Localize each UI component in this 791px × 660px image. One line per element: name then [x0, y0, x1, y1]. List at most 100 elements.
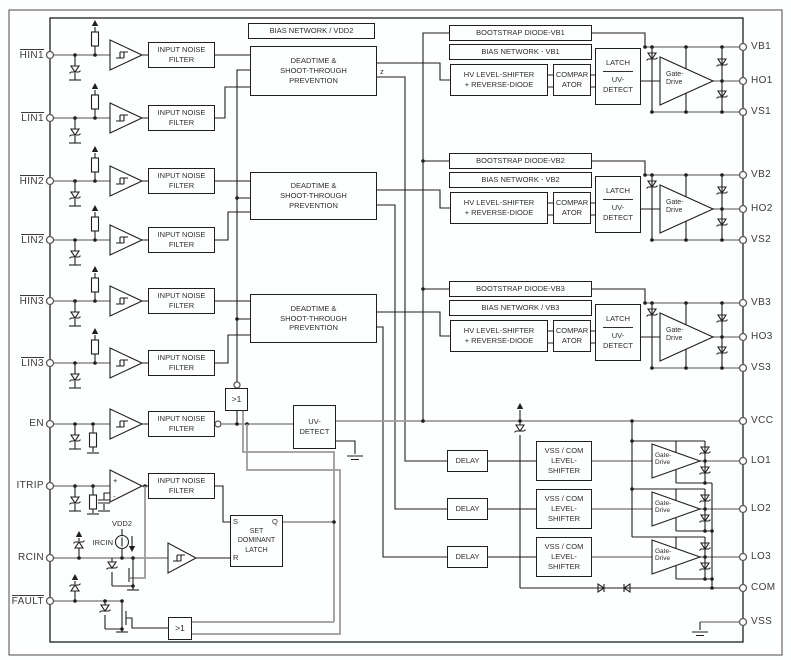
com-vss-rails	[520, 583, 748, 637]
low-side-stage-2	[488, 488, 748, 533]
latch-q-output-label: Q	[272, 517, 278, 526]
latch-r-input-label: R	[233, 553, 239, 562]
output-cell-fault	[50, 574, 168, 633]
input-cell-en	[50, 408, 293, 454]
pin-label-rcin: RCIN	[4, 552, 44, 564]
pin-label-lo1: LO1	[751, 455, 772, 466]
block-input-noise-filter-hin2: INPUT NOISE FILTER	[148, 168, 215, 194]
input-cell-lin2	[50, 205, 148, 266]
gate-drive-label-ho2: Gate- Drive	[666, 199, 684, 215]
latch-label: LATCH	[605, 186, 631, 196]
pin-label-lo3: LO3	[751, 551, 772, 562]
disable-bus	[233, 69, 250, 389]
pin-text: LIN2	[21, 234, 44, 246]
pin-label-lo2: LO2	[751, 503, 772, 514]
input-cell-lin1	[50, 83, 148, 144]
pin-label-ho2: HO2	[751, 203, 773, 214]
low-side-buses	[630, 421, 714, 590]
input-cell-hin3	[50, 266, 148, 327]
vcc-bootstrap-bus	[421, 32, 449, 423]
block-bias-network-vdd2: BIAS NETWORK / VDD2	[248, 23, 375, 39]
pin-label-fault: FAULT	[4, 595, 44, 607]
block-bootstrap-diode-vb1: BOOTSTRAP DIODE-VB1	[449, 25, 592, 41]
block-latch-uv-detect-2: LATCH UV- DETECT	[595, 176, 641, 233]
left-pin-circles	[45, 50, 55, 606]
divider	[602, 199, 634, 201]
block-input-noise-filter-itrip: INPUT NOISE FILTER	[148, 473, 215, 499]
block-input-noise-filter-lin2: INPUT NOISE FILTER	[148, 227, 215, 253]
pin-label-en: EN	[4, 418, 44, 430]
block-input-noise-filter-lin1: INPUT NOISE FILTER	[148, 105, 215, 131]
pin-text: LIN1	[21, 112, 44, 124]
high-side-channel-2	[548, 160, 748, 245]
gate-drive-label-lo1: Gate- Drive	[655, 452, 672, 467]
block-uv-detect-main: UV- DETECT	[293, 405, 336, 449]
pin-label-vs3: VS3	[751, 362, 772, 373]
divider	[602, 71, 634, 73]
outer-border	[8, 9, 783, 656]
block-bias-network-vb2: BIAS NETWORK - VB2	[449, 172, 592, 188]
uv-detect-label: UV- DETECT	[603, 75, 633, 94]
net-label-z: z	[380, 67, 384, 76]
deadtime-output-wires	[377, 62, 450, 558]
gate-drive-label-lo3: Gate- Drive	[655, 548, 672, 563]
latch-label: LATCH	[605, 314, 631, 324]
filter-to-deadtime-wires	[215, 54, 250, 364]
pin-label-vs1: VS1	[751, 106, 772, 117]
block-bootstrap-diode-vb2: BOOTSTRAP DIODE-VB2	[449, 153, 592, 169]
block-set-dominant-latch: SET DOMINANT LATCH	[230, 515, 283, 567]
uv-detect-label: UV- DETECT	[603, 203, 633, 222]
pin-label-lin3: LIN3	[4, 357, 44, 369]
vcc-rail	[336, 403, 748, 588]
fault-logic-buses	[192, 411, 341, 635]
pin-text: HIN3	[19, 295, 44, 307]
input-cell-hin1	[50, 20, 148, 81]
input-cell-rcin	[50, 529, 230, 591]
pin-label-hin1: HIN1	[4, 49, 44, 61]
block-hv-level-shifter-3: HV LEVEL-SHIFTER + REVERSE-DIODE	[450, 320, 548, 352]
block-hv-level-shifter-2: HV LEVEL-SHIFTER + REVERSE-DIODE	[450, 192, 548, 224]
pin-text: LIN3	[21, 357, 44, 369]
block-bias-network-vb1: BIAS NETWORK - VB1	[449, 44, 592, 60]
pin-label-hin3: HIN3	[4, 295, 44, 307]
input-cell-hin2	[50, 146, 148, 207]
pin-label-ho3: HO3	[751, 331, 773, 342]
pin-label-itrip: ITRIP	[4, 480, 44, 492]
gate-drive-label-ho1: Gate- Drive	[666, 71, 684, 87]
pin-text: EN	[29, 418, 44, 429]
high-side-channel-3	[548, 288, 748, 373]
pin-text: FAULT	[11, 595, 44, 607]
comparator-minus: -	[113, 492, 116, 501]
pin-label-lin1: LIN1	[4, 112, 44, 124]
block-hv-level-shifter-1: HV LEVEL-SHIFTER + REVERSE-DIODE	[450, 64, 548, 96]
block-latch-uv-detect-3: LATCH UV- DETECT	[595, 304, 641, 361]
pin-label-vss: VSS	[751, 616, 773, 627]
block-delay-1: DELAY	[447, 450, 488, 472]
pin-label-vs2: VS2	[751, 234, 772, 245]
block-bias-network-vb3: BIAS NETWORK / VB3	[449, 300, 592, 316]
pin-text: RCIN	[17, 552, 44, 563]
block-delay-2: DELAY	[447, 498, 488, 520]
pin-label-vb1: VB1	[751, 41, 772, 52]
block-or-gate-enable: >1	[225, 388, 248, 411]
high-side-channel-1	[548, 32, 748, 117]
block-or-gate-fault: >1	[168, 617, 192, 640]
block-input-noise-filter-hin1: INPUT NOISE FILTER	[148, 42, 215, 68]
pin-label-vcc: VCC	[751, 415, 774, 426]
block-comparator-1: COMPAR ATOR	[553, 64, 591, 96]
gate-drive-label-ho3: Gate- Drive	[666, 327, 684, 343]
block-input-noise-filter-en: INPUT NOISE FILTER	[148, 411, 215, 437]
block-vss-com-shifter-3: VSS / COM LEVEL- SHIFTER	[536, 537, 592, 577]
pin-label-ho1: HO1	[751, 75, 773, 86]
pin-label-lin2: LIN2	[4, 234, 44, 246]
low-side-stage-3	[488, 536, 748, 581]
block-bootstrap-diode-vb3: BOOTSTRAP DIODE-VB3	[449, 281, 592, 297]
block-input-noise-filter-lin3: INPUT NOISE FILTER	[148, 350, 215, 376]
block-comparator-2: COMPAR ATOR	[553, 192, 591, 224]
comparator-plus: +	[113, 476, 118, 485]
ic-boundary	[49, 17, 744, 643]
latch-s-input-label: S	[233, 517, 239, 526]
pin-text: HIN2	[19, 175, 44, 187]
